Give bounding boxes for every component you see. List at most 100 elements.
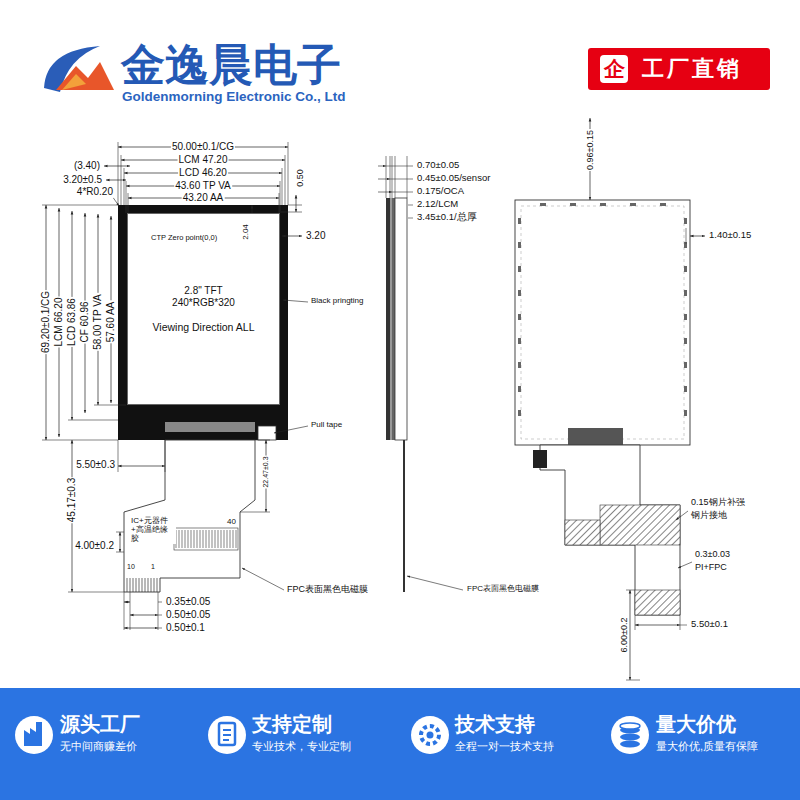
dimension-label: 0.70±0.05 — [416, 160, 460, 171]
back-view — [565, 520, 600, 545]
side-view — [403, 440, 405, 592]
side-view — [408, 205, 413, 206]
dimension-label: 0.50±0.05 — [165, 609, 211, 621]
dimension-lines — [104, 166, 130, 167]
dimension-label: 57.60 AA — [105, 301, 117, 344]
footer-band — [620, 723, 640, 729]
node-text: 全程一对一技术支持 — [455, 740, 558, 753]
node-heading: 企 — [600, 55, 628, 83]
side-view — [392, 192, 413, 193]
node-heading: 技术支持 — [455, 712, 558, 736]
front-view — [176, 530, 236, 548]
dimension-label: 5.50±0.1 — [690, 619, 729, 630]
company-name: 金逸晨电子 — [120, 40, 342, 91]
node-text: 量大价优,质量有保障 — [656, 740, 763, 753]
dimension-label: 0.96±0.15 — [585, 129, 595, 171]
dimension-label: 4*R0.20 — [76, 186, 114, 198]
dimension-label: 2.04 — [241, 223, 250, 241]
dimension-label: 1.40±0.15 — [708, 230, 752, 241]
back-view — [540, 445, 680, 615]
dimension-label: 45.17±0.3 — [66, 477, 78, 523]
back-view — [635, 625, 680, 626]
dimension-label: 58.00 TP VA — [92, 293, 104, 351]
footer-band — [620, 741, 640, 748]
back-view — [690, 236, 705, 237]
front-view — [174, 528, 238, 550]
side-view — [386, 198, 390, 440]
company-logo — [44, 46, 114, 92]
dimension-label: 2.12/LCM — [416, 199, 459, 210]
back-view — [518, 386, 521, 392]
back-view — [660, 203, 666, 206]
side-view — [390, 179, 413, 180]
back-view — [684, 410, 687, 416]
back-view — [630, 203, 636, 206]
dimension-label: 43.20 AA — [182, 192, 225, 204]
node-heading: 2.8" TFT — [184, 285, 222, 297]
back-view — [533, 450, 547, 468]
dimension-label: LCM 47.20 — [178, 154, 229, 166]
dimension-lines — [112, 196, 119, 206]
back-view — [570, 203, 576, 206]
dimension-label: 3.20 — [305, 230, 326, 242]
dimension-lines — [118, 440, 165, 472]
back-view — [518, 290, 521, 296]
node-text: 无中间商赚差价 — [60, 740, 144, 753]
side-view — [378, 192, 392, 193]
dimension-label: Pull tape — [310, 420, 343, 429]
dimension-label: 50.00±0.1/CG — [171, 141, 235, 153]
dimension-label: 43.60 TP VA — [174, 180, 232, 192]
back-view — [684, 314, 687, 320]
company-name: Goldenmorning Electronic Co., Ltd — [121, 89, 347, 105]
footer-band — [0, 688, 800, 800]
side-view — [390, 198, 392, 440]
dimension-label: 3.20±0.5 — [62, 174, 103, 186]
back-view — [518, 362, 521, 368]
footer-band — [15, 716, 53, 754]
dimension-lines — [158, 628, 162, 629]
dimension-lines — [68, 592, 124, 593]
footer-band — [24, 722, 42, 746]
dimension-lines — [124, 602, 130, 603]
back-view — [540, 203, 546, 206]
back-view — [515, 118, 705, 680]
side-view — [392, 198, 395, 440]
footer-band — [611, 716, 649, 754]
side-view — [378, 166, 386, 167]
dimension-lines — [116, 532, 124, 552]
footer-band — [411, 716, 449, 754]
front-view — [118, 205, 288, 592]
footer-band — [208, 716, 246, 754]
feature-item: 支持定制专业技术，专业定制 — [252, 712, 355, 758]
footer-band — [427, 732, 434, 739]
node-heading: 源头工厂 — [60, 712, 144, 736]
dimension-lines — [296, 195, 297, 212]
back-view — [518, 314, 521, 320]
footer-band — [223, 730, 231, 740]
dimension-label: LCM 66.20 — [53, 297, 65, 348]
dimension-label: 10 — [126, 563, 136, 571]
back-view — [684, 386, 687, 392]
dimension-label: 0.35±0.05 — [165, 596, 211, 608]
footer-band — [0, 688, 800, 800]
dimension-lines — [42, 142, 308, 630]
back-view — [635, 590, 680, 615]
node-heading: 支持定制 — [252, 712, 355, 736]
side-view — [378, 179, 390, 180]
node-text: 240*RGB*320 — [172, 297, 235, 309]
back-view — [676, 511, 688, 520]
dimension-label: 22.47±0.3 — [262, 455, 270, 488]
dimension-label: 0.50 — [295, 168, 305, 188]
dimension-label: 0.3±0.03 — [694, 549, 731, 559]
front-view — [127, 578, 157, 592]
back-view — [684, 338, 687, 344]
dimension-lines — [106, 180, 126, 181]
dimension-label: 钢片接地 — [690, 510, 728, 520]
node-text: 工厂直销 — [642, 54, 742, 84]
feature-item: 量大价优量大价优,质量有保障 — [656, 712, 763, 758]
dimension-lines — [124, 592, 158, 630]
back-view — [678, 562, 692, 568]
front-view — [124, 440, 255, 592]
dimension-lines — [158, 615, 162, 616]
dimension-label: 0.15钢片补强 — [690, 497, 746, 507]
